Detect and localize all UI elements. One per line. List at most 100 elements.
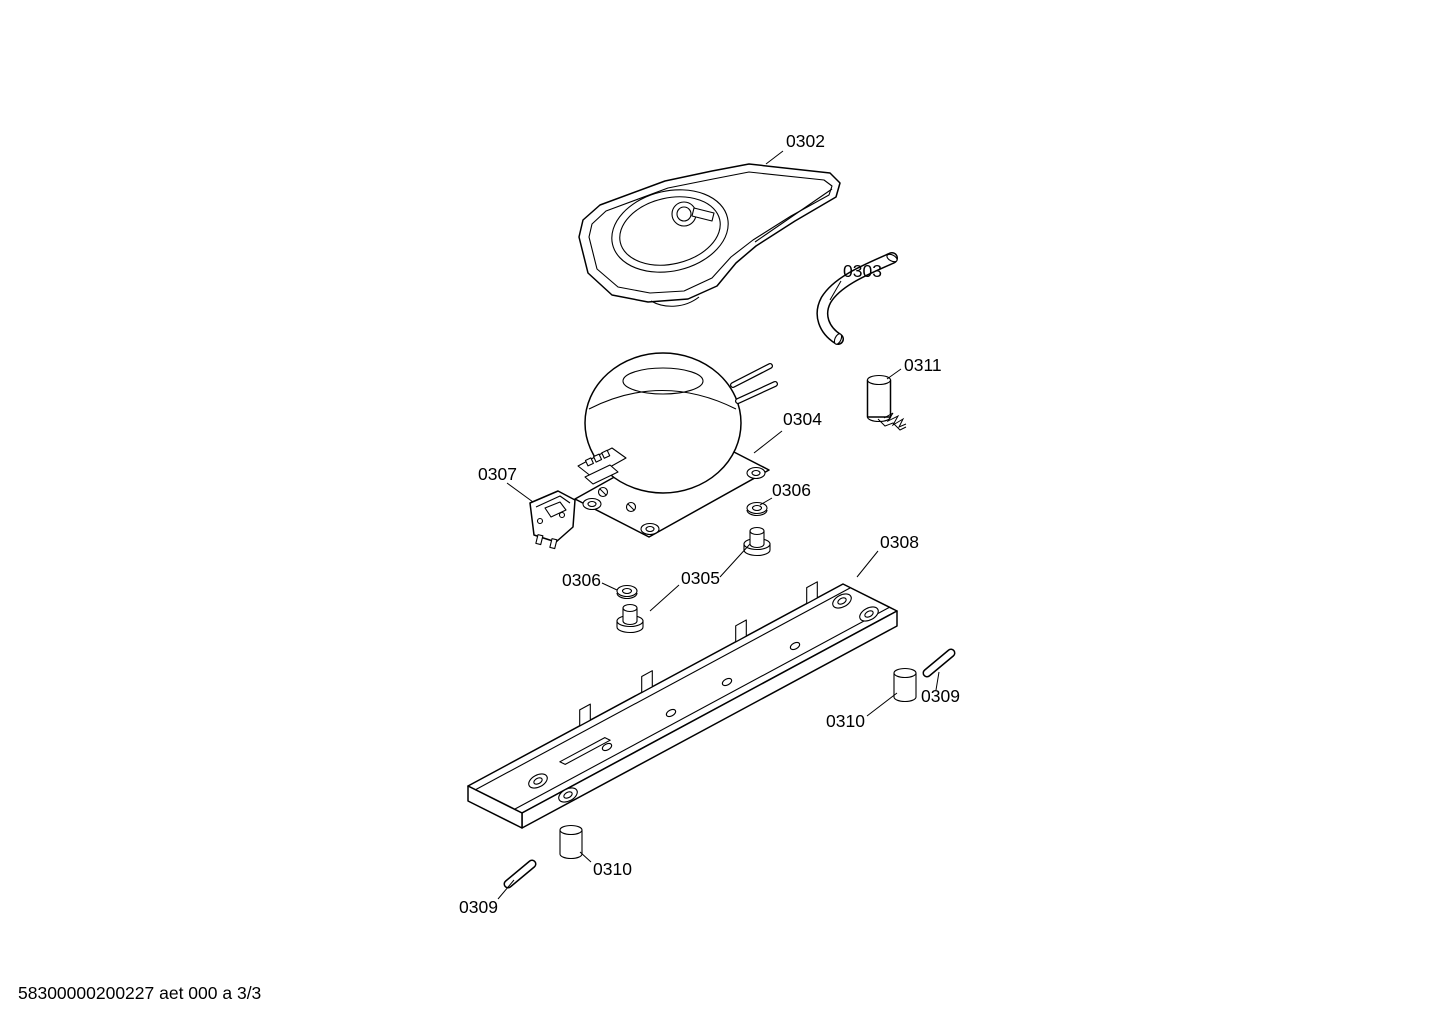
leader-0306-upper	[759, 497, 773, 506]
capacitor-body	[866, 379, 892, 418]
drip-tray-knob-handle	[691, 207, 715, 222]
mounting-screw-2-slot	[627, 503, 635, 511]
spacer-left-body	[559, 830, 583, 860]
pins-and-spacers	[503, 648, 956, 889]
label-0306-upper: 0306	[772, 480, 811, 500]
compressor-top-cap	[622, 367, 704, 395]
rail-tab-1	[579, 703, 591, 727]
drip-tray-outer	[578, 163, 841, 303]
rail-bend-line-2	[514, 606, 891, 810]
spacer-left-top	[559, 824, 583, 836]
capacitor-wire-1	[883, 412, 907, 428]
label-0302: 0302	[786, 131, 825, 151]
label-0309-right: 0309	[921, 686, 960, 706]
capacitor-drawing	[866, 374, 907, 431]
capacitor-wire-2	[877, 418, 907, 431]
rail-hole-2	[665, 708, 677, 718]
spacer-right-body	[893, 673, 917, 703]
leader-lines	[497, 150, 940, 900]
tube-1-fill	[731, 364, 772, 387]
rail-end-flange	[467, 785, 523, 829]
terminal-pin-1	[584, 457, 594, 467]
rail-ring-left-2-inner	[563, 791, 573, 799]
leader-0308	[856, 550, 879, 578]
drip-tray-basin-outer	[611, 189, 729, 273]
relay-hole-1	[536, 517, 544, 525]
rail-tab-2	[641, 670, 653, 694]
compressor-seam	[588, 390, 737, 410]
leader-0309-left	[497, 879, 515, 900]
pin-left-fill	[505, 861, 535, 887]
rail-hole-3	[721, 677, 733, 687]
label-0308: 0308	[880, 532, 919, 552]
washer-1-inner	[751, 504, 763, 512]
drip-tray-inner-rim	[588, 171, 833, 294]
compressor-drawing	[574, 352, 778, 538]
washer-1-thickness	[746, 509, 768, 517]
terminal-pin-3	[601, 449, 611, 459]
label-0304: 0304	[783, 409, 822, 429]
label-0305: 0305	[681, 568, 720, 588]
relay-leg-2	[549, 538, 558, 550]
spacer-right-top	[893, 667, 917, 679]
label-0307: 0307	[478, 464, 517, 484]
relay-inner-block	[544, 501, 567, 518]
rail-ring-left-1-inner	[533, 777, 543, 785]
mounting-screw-1-slot	[599, 488, 607, 496]
rail-ring-right-2-inner	[864, 610, 874, 618]
drip-tray-basin-inner	[619, 196, 721, 266]
hose-end-top	[886, 253, 898, 263]
foot-hole-left-inner	[587, 500, 597, 508]
hose-drawing	[816, 252, 898, 345]
leader-0307	[506, 482, 534, 503]
drip-tray-skirt	[650, 296, 700, 307]
drip-tray-knob-inner	[676, 206, 692, 222]
label-0303: 0303	[843, 261, 882, 281]
leader-0311	[886, 368, 902, 380]
label-0309-left: 0309	[459, 897, 498, 917]
part-labels: 0302 0303 0311 0304 0307 0306 0306 0305 …	[459, 131, 960, 917]
hose-tube-fill	[818, 253, 897, 344]
hose-end-bottom	[833, 333, 843, 345]
grommet-1-top	[749, 526, 765, 536]
relay-hole-2	[558, 511, 566, 519]
grommet-2-top	[622, 603, 638, 613]
drip-tray-wing-crease	[754, 188, 833, 243]
grommet-2-body	[622, 608, 638, 626]
rail-tab-3	[735, 619, 747, 643]
washer-grommet-set	[616, 501, 771, 634]
label-0310-right: 0310	[826, 711, 865, 731]
leader-0305-a	[719, 543, 751, 578]
tube-2-fill	[736, 382, 777, 403]
leader-0305-b	[649, 584, 680, 612]
mounting-rail-drawing	[467, 581, 898, 829]
leader-0310-left	[579, 851, 592, 863]
foot-hole-front-inner	[645, 525, 655, 533]
rail-hole-4	[789, 641, 801, 651]
rail-tab-4	[806, 581, 818, 605]
label-0310-left: 0310	[593, 859, 632, 879]
pin-right-fill	[924, 650, 954, 676]
washer-2-inner	[621, 587, 633, 595]
washer-2-thickness	[616, 592, 638, 600]
leader-0304	[753, 430, 783, 454]
foot-hole-right-inner	[751, 469, 761, 477]
leader-0310-right	[866, 692, 898, 717]
starter-relay-drawing	[529, 490, 576, 550]
rail-bend-line-1	[474, 587, 851, 791]
terminal-pins	[584, 449, 611, 467]
drip-tray-drawing	[578, 163, 841, 307]
rail-slot	[559, 737, 611, 765]
label-0311: 0311	[904, 355, 942, 375]
capacitor-top	[866, 374, 892, 386]
rail-hole-1	[601, 742, 613, 752]
label-0306-lower: 0306	[562, 570, 601, 590]
terminal-lower-plate	[584, 464, 619, 485]
leader-0302	[765, 150, 784, 165]
relay-top-edge	[535, 495, 571, 508]
terminal-pin-2	[593, 453, 603, 463]
leader-0306-lower	[601, 582, 618, 591]
leader-0309-right	[935, 671, 940, 691]
